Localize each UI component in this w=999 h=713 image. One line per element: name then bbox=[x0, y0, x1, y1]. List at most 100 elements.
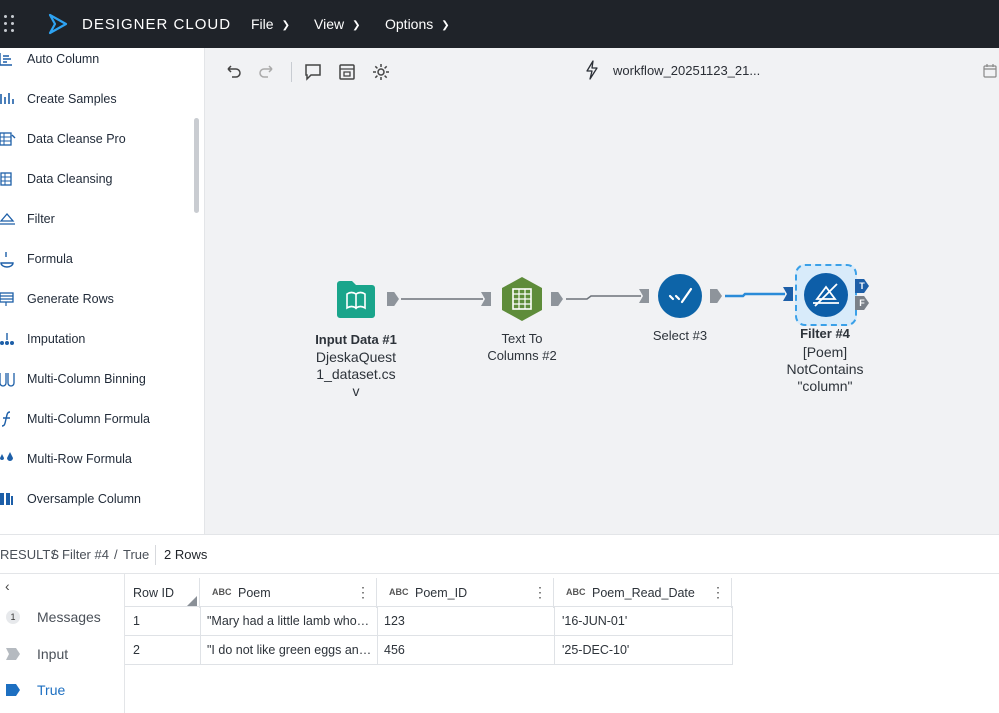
cell-poem-read-date: '16-JUN-01' bbox=[562, 614, 628, 628]
string-type-icon: ABC bbox=[566, 587, 586, 597]
output-anchor[interactable] bbox=[387, 292, 399, 306]
results-tab-messages[interactable]: 1 Messages bbox=[0, 602, 125, 632]
connection-line bbox=[725, 292, 785, 298]
column-header-poem[interactable]: ABC Poem ⋮ bbox=[200, 578, 377, 608]
node-input-data[interactable] bbox=[335, 280, 377, 325]
palette-scrollbar[interactable] bbox=[194, 118, 199, 213]
brand-title: DESIGNER CLOUD bbox=[82, 16, 232, 33]
column-divider bbox=[200, 606, 201, 665]
menu-options[interactable]: Options❯ bbox=[385, 16, 450, 32]
top-bar: DESIGNER CLOUD File❯ View❯ Options❯ bbox=[0, 0, 999, 48]
tool-data-cleansing[interactable]: Data Cleansing bbox=[0, 168, 190, 192]
column-header-label: Row ID bbox=[133, 586, 174, 600]
tool-imputation[interactable]: Imputation bbox=[0, 328, 190, 352]
results-table: Row ID ABC Poem ⋮ ABC Poem_ID ⋮ ABC Poem… bbox=[125, 574, 999, 713]
tool-multi-column-formula[interactable]: Multi-Column Formula bbox=[0, 408, 190, 432]
input-anchor-icon bbox=[6, 648, 20, 660]
filter-icon bbox=[0, 213, 15, 225]
tool-multi-row-formula[interactable]: Multi-Row Formula bbox=[0, 448, 190, 472]
menu-file[interactable]: File❯ bbox=[251, 16, 290, 32]
results-tab-input[interactable]: Input bbox=[0, 639, 125, 669]
oversample-column-icon bbox=[0, 493, 13, 505]
breadcrumb-anchor[interactable]: True bbox=[123, 547, 150, 562]
multi-column-formula-icon bbox=[1, 411, 11, 427]
table-row[interactable]: 1 "Mary had a little lamb whose... 123 '… bbox=[125, 606, 732, 635]
tool-data-cleanse-pro[interactable]: Data Cleanse Pro bbox=[0, 128, 190, 152]
undo-icon[interactable] bbox=[223, 62, 243, 82]
menu-view[interactable]: View❯ bbox=[314, 16, 360, 32]
imputation-icon bbox=[0, 333, 14, 345]
false-anchor[interactable]: F bbox=[855, 296, 869, 310]
node-text-to-columns[interactable] bbox=[499, 276, 545, 327]
tool-multi-column-binning[interactable]: Multi-Column Binning bbox=[0, 368, 190, 392]
generate-rows-icon bbox=[0, 292, 14, 306]
column-header-poem-id[interactable]: ABC Poem_ID ⋮ bbox=[377, 578, 554, 608]
data-cleanse-pro-icon bbox=[0, 132, 16, 146]
results-tab-true[interactable]: True bbox=[0, 675, 125, 705]
bolt-icon bbox=[586, 60, 598, 80]
collapse-chevron-icon[interactable]: ‹ bbox=[5, 578, 10, 594]
breadcrumb-separator: / bbox=[52, 547, 56, 562]
chevron-down-icon: ❯ bbox=[281, 19, 290, 31]
sort-corner-icon bbox=[187, 596, 197, 606]
column-header-label: Poem bbox=[238, 586, 271, 600]
column-header-row-id[interactable]: Row ID bbox=[125, 578, 200, 608]
table-row[interactable]: 2 "I do not like green eggs and h... 456… bbox=[125, 635, 732, 665]
true-anchor[interactable]: T bbox=[855, 279, 869, 293]
tool-generate-rows[interactable]: Generate Rows bbox=[0, 288, 190, 312]
cell-row-id: 2 bbox=[133, 643, 140, 657]
tool-auto-column[interactable]: Auto Column bbox=[0, 48, 190, 72]
workflow-canvas[interactable]: workflow_20251123_21... Input Data #1 Dj… bbox=[205, 48, 999, 534]
results-tab-label: True bbox=[37, 682, 66, 698]
column-divider bbox=[377, 606, 378, 665]
input-anchor[interactable] bbox=[639, 289, 649, 303]
column-menu-icon[interactable]: ⋮ bbox=[533, 584, 547, 600]
tool-create-samples[interactable]: Create Samples bbox=[0, 88, 190, 112]
tool-filter[interactable]: Filter bbox=[0, 208, 190, 232]
node-text-to-columns-title: Text To Columns #2 bbox=[487, 331, 557, 363]
filter-node-icon bbox=[804, 273, 848, 317]
cell-row-id: 1 bbox=[133, 614, 140, 628]
tool-oversample-column[interactable]: Oversample Column bbox=[0, 488, 190, 512]
column-header-poem-read-date[interactable]: ABC Poem_Read_Date ⋮ bbox=[554, 578, 732, 608]
string-type-icon: ABC bbox=[212, 587, 232, 597]
output-anchor[interactable] bbox=[551, 292, 563, 306]
tool-label: Data Cleanse Pro bbox=[27, 132, 126, 146]
node-filter-selected[interactable] bbox=[795, 264, 857, 326]
workflow-title[interactable]: workflow_20251123_21... bbox=[613, 63, 761, 78]
connection-line bbox=[566, 295, 641, 300]
rows-count: 2 Rows bbox=[164, 547, 208, 562]
toolbar-separator bbox=[291, 62, 292, 82]
redo-icon[interactable] bbox=[257, 62, 277, 82]
container-icon[interactable] bbox=[337, 62, 357, 82]
column-menu-icon[interactable]: ⋮ bbox=[711, 584, 725, 600]
column-divider bbox=[732, 606, 733, 665]
comment-icon[interactable] bbox=[303, 62, 323, 82]
input-anchor[interactable] bbox=[481, 292, 491, 306]
connections-layer bbox=[401, 292, 785, 300]
cell-poem: "I do not like green eggs and h... bbox=[207, 643, 373, 657]
input-anchor[interactable] bbox=[783, 287, 793, 301]
output-anchor[interactable] bbox=[710, 289, 722, 303]
calendar-icon[interactable] bbox=[983, 64, 997, 78]
node-select[interactable] bbox=[657, 273, 703, 324]
node-input-title: Input Data #1 bbox=[315, 332, 397, 347]
multi-column-binning-icon bbox=[0, 373, 15, 387]
cell-poem-read-date: '25-DEC-10' bbox=[562, 643, 630, 657]
tool-label: Multi-Column Formula bbox=[27, 412, 150, 426]
column-divider bbox=[554, 606, 555, 665]
breadcrumb-separator: / bbox=[114, 547, 118, 562]
node-filter-subtitle: [Poem] NotContains "column" bbox=[786, 344, 864, 394]
breadcrumb-results: RESULTS bbox=[0, 547, 59, 562]
tool-label: Multi-Row Formula bbox=[27, 452, 132, 466]
app-grid-icon[interactable] bbox=[2, 13, 18, 35]
gear-icon[interactable] bbox=[371, 62, 391, 82]
data-cleansing-icon bbox=[0, 172, 12, 186]
results-tab-label: Input bbox=[37, 646, 69, 662]
cell-poem: "Mary had a little lamb whose... bbox=[207, 614, 373, 628]
string-type-icon: ABC bbox=[389, 587, 409, 597]
breadcrumb-tool[interactable]: Filter #4 bbox=[62, 547, 109, 562]
tool-formula[interactable]: Formula bbox=[0, 248, 190, 272]
column-menu-icon[interactable]: ⋮ bbox=[356, 584, 370, 600]
node-filter-title: Filter #4 bbox=[800, 326, 850, 341]
